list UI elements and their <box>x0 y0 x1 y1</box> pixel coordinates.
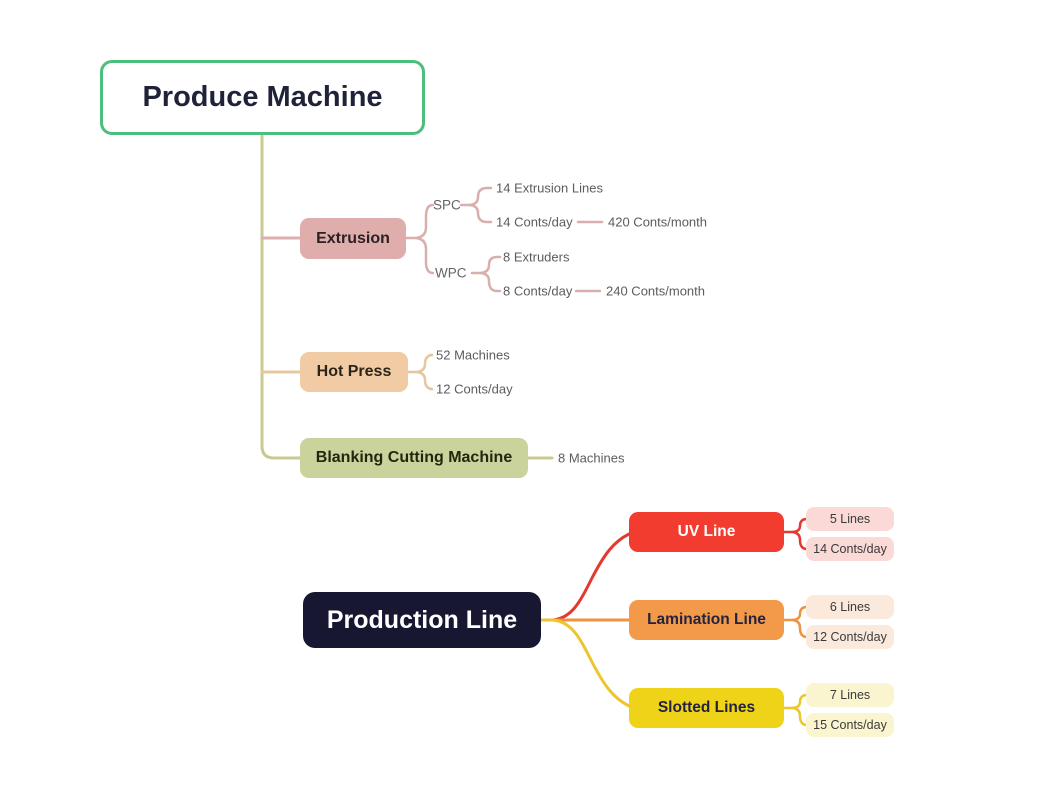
blanking-cutting-machine-node[interactable]: Blanking Cutting Machine <box>300 438 528 478</box>
extrusion-node[interactable]: Extrusion <box>300 218 406 259</box>
slotted-bracket <box>781 693 809 727</box>
wpc-node[interactable]: WPC <box>435 265 467 281</box>
hot-press-node[interactable]: Hot Press <box>300 352 408 392</box>
uv-lines-childbox[interactable]: 5 Lines <box>806 507 894 531</box>
lamination-per-day-childbox[interactable]: 12 Conts/day <box>806 625 894 649</box>
slotted-per-day-childbox[interactable]: 15 Conts/day <box>806 713 894 737</box>
lamination-lines-childbox[interactable]: 6 Lines <box>806 595 894 619</box>
spc-bracket <box>459 186 493 224</box>
production-line-root-node[interactable]: Production Line <box>303 592 541 648</box>
hot-press-bracket <box>406 353 434 391</box>
extrusion-bracket <box>403 203 435 275</box>
uv-branch-line <box>551 532 631 622</box>
slotted-lines-node[interactable]: Slotted Lines <box>629 688 784 728</box>
blanking-machines-leaf[interactable]: 8 Machines <box>558 450 625 466</box>
produce-machine-root-node[interactable]: Produce Machine <box>100 60 425 135</box>
slotted-branch-line <box>551 618 631 708</box>
uv-per-day-childbox[interactable]: 14 Conts/day <box>806 537 894 561</box>
wpc-bracket <box>470 255 502 293</box>
hot-press-machines-leaf[interactable]: 52 Machines <box>436 347 510 363</box>
wpc-per-day-leaf[interactable]: 8 Conts/day <box>503 283 573 299</box>
lamination-line-node[interactable]: Lamination Line <box>629 600 784 640</box>
spc-lines-leaf[interactable]: 14 Extrusion Lines <box>496 180 603 196</box>
uv-bracket <box>781 517 809 551</box>
slotted-lines-childbox[interactable]: 7 Lines <box>806 683 894 707</box>
lamination-bracket <box>781 605 809 639</box>
uv-line-node[interactable]: UV Line <box>629 512 784 552</box>
wpc-per-month-leaf[interactable]: 240 Conts/month <box>606 283 706 299</box>
trunk-line <box>260 134 302 460</box>
wpc-lines-leaf[interactable]: 8 Extruders <box>503 249 570 265</box>
spc-per-month-leaf[interactable]: 420 Conts/month <box>608 214 708 230</box>
hot-press-per-day-leaf[interactable]: 12 Conts/day <box>436 381 513 397</box>
spc-per-day-leaf[interactable]: 14 Conts/day <box>496 214 573 230</box>
spc-node[interactable]: SPC <box>433 197 461 213</box>
